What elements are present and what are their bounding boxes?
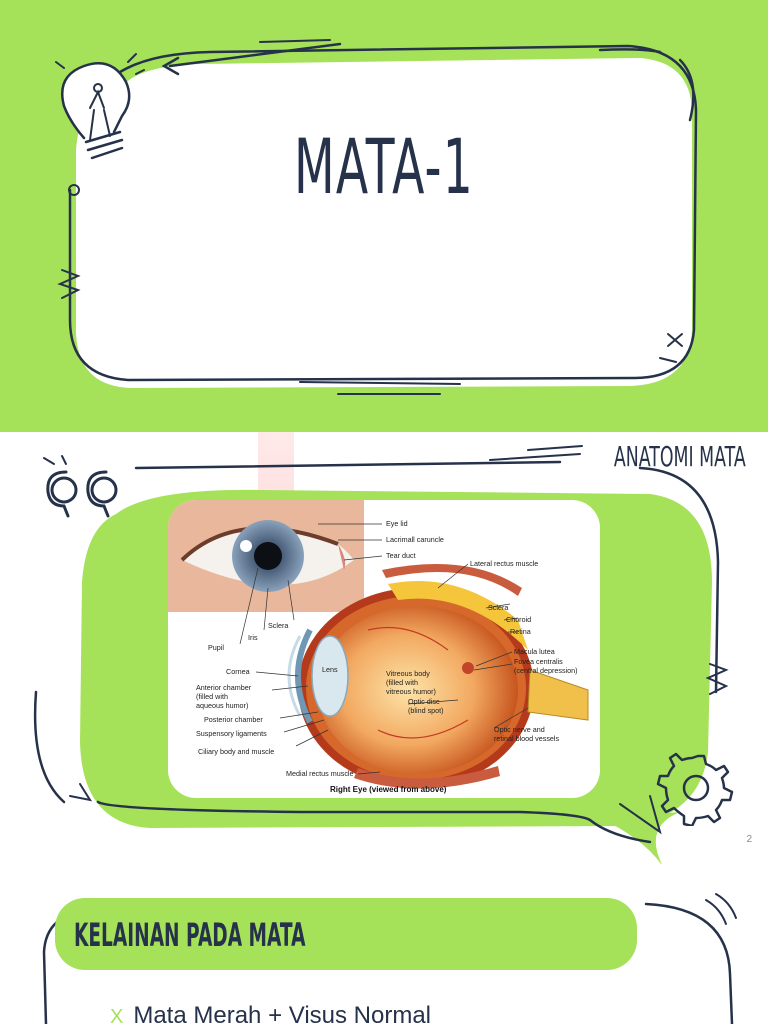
- label-optic-disc: Optic disc: [408, 697, 440, 706]
- label-anterior-chamber: Anterior chamber: [196, 683, 252, 692]
- label-medial-rectus: Medial rectus muscle: [286, 769, 354, 778]
- bullet-x-icon: X: [110, 1006, 124, 1024]
- label-macula-lutea: Macula lutea: [514, 647, 555, 656]
- section-title: KELAINAN PADA MATA: [74, 916, 306, 954]
- label-vitreous-body: Vitreous body: [386, 669, 430, 678]
- label-ciliary-body: Ciliary body and muscle: [198, 747, 274, 756]
- label-vitreous-filled: (filled with: [386, 678, 418, 687]
- label-tear-duct: Tear duct: [386, 551, 416, 560]
- label-iris: Iris: [248, 633, 258, 642]
- label-lens: Lens: [322, 665, 338, 674]
- section-heading: ANATOMI MATA: [614, 440, 746, 473]
- label-aqueous-humor: aqueous humor): [196, 701, 248, 710]
- label-blind-spot: (blind spot): [408, 706, 444, 715]
- label-retina: Retina: [510, 627, 531, 636]
- label-sclera-right: Sclera: [488, 603, 508, 612]
- label-eye-lid: Eye lid: [386, 519, 408, 528]
- gear-icon: [656, 752, 734, 826]
- slide-anatomy: ANATOMI MATA: [0, 432, 768, 864]
- light-bulb-icon: [55, 53, 145, 160]
- label-pupil: Pupil: [208, 643, 224, 652]
- label-optic-nerve: Optic nerve and: [494, 725, 545, 734]
- label-choroid: Choroid: [506, 615, 531, 624]
- quote-marks-icon: [43, 455, 118, 518]
- slide-title-text: MATA-1: [294, 122, 474, 211]
- label-lacrimal-caruncle: Lacrimall caruncle: [386, 535, 444, 544]
- label-vitreous-humor: vitreous humor): [386, 687, 436, 696]
- label-cornea: Cornea: [226, 667, 250, 676]
- list-item: X Mata Merah + Visus Normal: [110, 1002, 431, 1024]
- label-lateral-rectus: Lateral rectus muscle: [470, 559, 538, 568]
- label-fovea-centralis: Fovea centralis: [514, 657, 563, 666]
- label-sclera-top: Sclera: [268, 621, 288, 630]
- slide-abnormalities: KELAINAN PADA MATA X Mata Merah + Visus N…: [0, 864, 768, 1024]
- label-retinal-vessels: retinal blood vessels: [494, 734, 560, 743]
- label-posterior-chamber: Posterior chamber: [204, 715, 263, 724]
- slide-title: MATA-1: [0, 0, 768, 432]
- label-suspensory-ligaments: Suspensory ligaments: [196, 729, 267, 738]
- label-anterior-filled: (filled with: [196, 692, 228, 701]
- diagram-caption: Right Eye (viewed from above): [330, 785, 447, 794]
- label-central-depression: (central depression): [514, 666, 578, 675]
- bullet-text: Mata Merah + Visus Normal: [133, 1002, 432, 1024]
- eye-anatomy-illustration: Eye lid Lacrimall caruncle Tear duct Lat…: [168, 500, 589, 794]
- page-number: 2: [746, 834, 752, 845]
- sketch-frame-decoration: [57, 39, 698, 395]
- eye-anatomy-diagram: Eye lid Lacrimall caruncle Tear duct Lat…: [168, 500, 600, 798]
- section-title-box: [55, 898, 637, 970]
